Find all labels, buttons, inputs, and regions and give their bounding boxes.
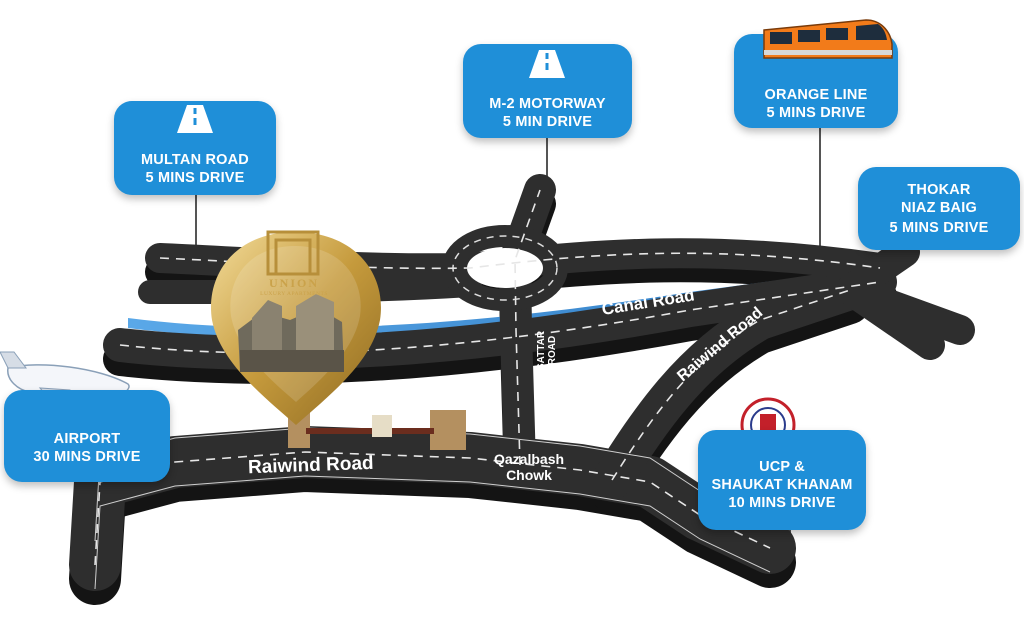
callout-line: UCP & <box>759 459 805 475</box>
callout-line: M-2 MOTORWAY <box>489 96 606 112</box>
callout-line: 10 MINS DRIVE <box>728 495 836 511</box>
road-label-line: Qazalbash <box>494 451 565 467</box>
road-label-sattar-road: SATTAR ROAD <box>536 331 558 370</box>
callout-line: 30 MINS DRIVE <box>33 449 141 465</box>
road-icon <box>529 50 565 78</box>
apartments-render <box>238 294 344 372</box>
callout-line: NIAZ BAIG <box>901 200 977 216</box>
callout-m2-motorway: M-2 MOTORWAY 5 MIN DRIVE <box>463 44 632 138</box>
brand-tagline: LUXURY APARTMENTS <box>260 291 328 297</box>
callout-orange-line: ORANGE LINE 5 MINS DRIVE <box>734 19 898 128</box>
callout-ucp-shaukat-khanam: UCP & SHAUKAT KHANAM 10 MINS DRIVE <box>698 430 866 530</box>
callout-line: 5 MIN DRIVE <box>502 114 593 130</box>
callout-line: SHAUKAT KHANAM <box>711 477 853 493</box>
callout-line: AIRPORT <box>53 431 121 447</box>
callout-line: 5 MINS DRIVE <box>889 220 989 236</box>
callout-line: 5 MINS DRIVE <box>145 170 245 186</box>
road-label-line: Chowk <box>506 467 552 483</box>
callout-line: MULTAN ROAD <box>141 152 249 168</box>
callout-airport: AIRPORT 30 MINS DRIVE <box>4 390 170 482</box>
callout-thokar-niaz-baig: THOKAR NIAZ BAIG 5 MINS DRIVE <box>858 167 1020 250</box>
road-label-qazalbash-chowk: Qazalbash Chowk <box>494 451 564 483</box>
road-icon <box>177 105 213 133</box>
callout-multan-road: MULTAN ROAD 5 MINS DRIVE <box>114 101 276 195</box>
road-label-line: SATTAR <box>536 330 547 370</box>
roundabout <box>442 225 568 311</box>
callout-line: THOKAR <box>907 182 971 198</box>
road-label-line: ROAD <box>547 335 558 366</box>
callout-line: 5 MINS DRIVE <box>766 105 866 121</box>
callout-line: ORANGE LINE <box>764 87 868 103</box>
train-icon <box>763 19 893 59</box>
union-logo-icon <box>266 230 320 276</box>
road-label-raiwind-road-main: Raiwind Road <box>247 452 374 479</box>
brand-name: UNION <box>268 276 319 290</box>
location-pin <box>211 230 381 425</box>
